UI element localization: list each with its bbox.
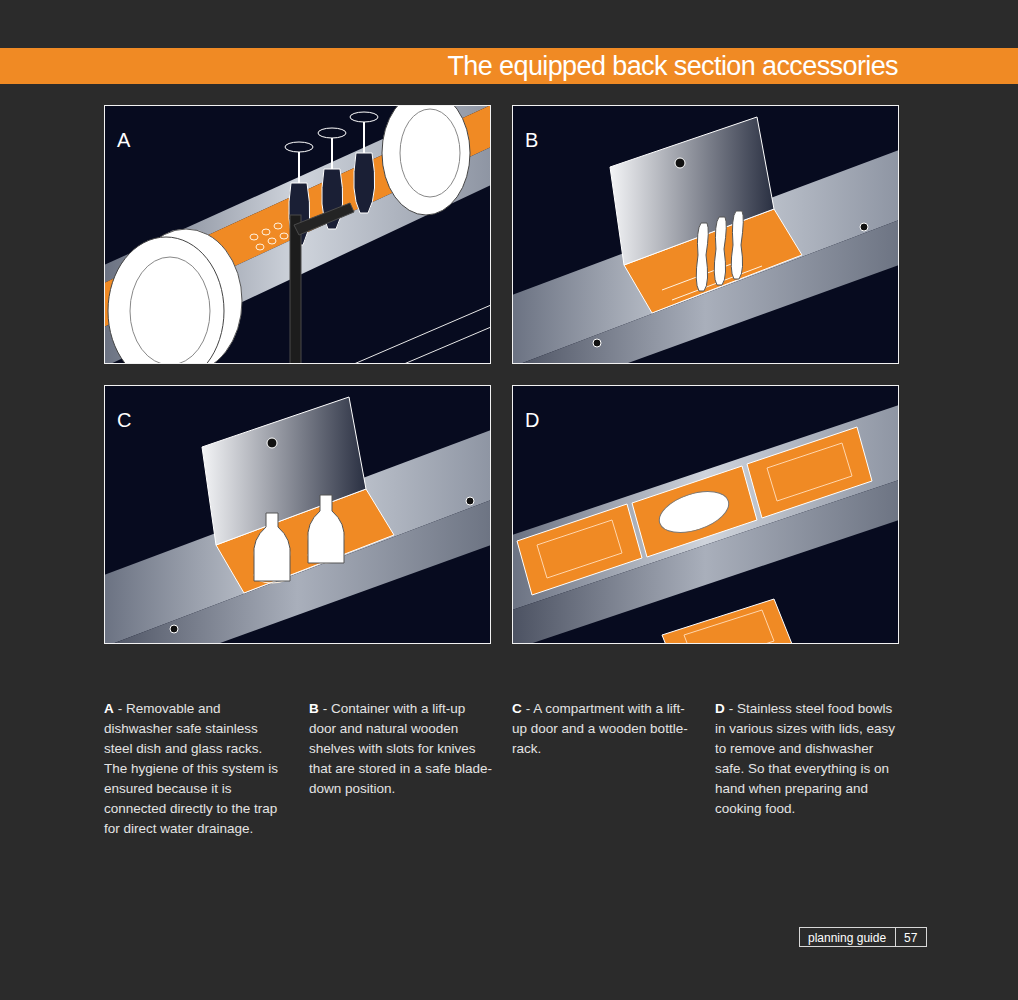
- caption-column: B- Container with a lift-up door and nat…: [309, 699, 495, 799]
- lid-handle: [767, 443, 852, 501]
- caption-text: The hygiene of this system is ensured be…: [104, 761, 278, 836]
- caption-paragraph: C- A compartment with a lift-up door and…: [512, 699, 698, 759]
- caption-letter: A: [104, 701, 114, 716]
- hole: [274, 223, 282, 229]
- caption-column: C- A compartment with a lift-up door and…: [512, 699, 698, 759]
- bowl-lid: [517, 504, 642, 595]
- faucet-spout: [294, 203, 354, 235]
- caption-text: - Removable and dishwasher safe stainles…: [104, 701, 262, 756]
- panel-letter: C: [117, 408, 131, 432]
- bottle: [254, 513, 291, 581]
- faucet-column: [290, 215, 301, 364]
- plate-rim: [130, 257, 210, 364]
- panel-frame: D: [512, 385, 899, 644]
- knife-handle: [714, 217, 726, 285]
- food: [654, 484, 734, 540]
- bowl-lid: [747, 427, 872, 518]
- footer-text: 57: [896, 929, 925, 947]
- plate: [108, 237, 224, 364]
- knife-handle: [731, 211, 743, 279]
- caption-text: - A compartment with a lift-up door and …: [512, 701, 688, 756]
- knife-handle: [696, 223, 708, 291]
- counter-front: [512, 480, 899, 644]
- glass-stem: [331, 138, 333, 169]
- bottle: [308, 495, 345, 563]
- panel-frame: B: [512, 105, 899, 364]
- panel-frame: C: [104, 385, 491, 644]
- glass-stem: [363, 122, 365, 153]
- caption-column: A- Removable and dishwasher safe stainle…: [104, 699, 290, 839]
- panel-letter: A: [117, 128, 130, 152]
- panel-b-art: [512, 105, 899, 364]
- counter-hole: [860, 223, 868, 231]
- panel-letter: D: [525, 408, 539, 432]
- caption-paragraph: D- Stainless steel food bowls in various…: [715, 699, 901, 819]
- lid-handle: [684, 610, 774, 644]
- counter-hole: [170, 625, 178, 633]
- panel-frame: A: [104, 105, 491, 364]
- panel-c-art: [104, 385, 491, 644]
- lid-handle: [537, 520, 622, 578]
- hole: [280, 233, 288, 239]
- panel-d-art: [512, 385, 899, 644]
- counter-hole: [593, 339, 601, 347]
- panel-a-art: [104, 105, 491, 364]
- sink-outline: [404, 327, 491, 364]
- caption-letter: D: [715, 701, 725, 716]
- glass-foot: [318, 128, 346, 138]
- door-hole: [675, 158, 685, 168]
- food-bowl: [632, 466, 757, 557]
- footer-text: planning guide: [800, 929, 894, 947]
- glass-stem: [298, 152, 300, 183]
- glass: [350, 112, 378, 213]
- plate-rim: [400, 109, 460, 197]
- panel-letter: B: [525, 128, 538, 152]
- glass-foot: [350, 112, 378, 122]
- title-band: [0, 48, 1018, 84]
- plate: [382, 105, 470, 215]
- hole: [268, 238, 276, 244]
- counter-hole: [466, 497, 474, 505]
- caption-paragraph: The hygiene of this system is ensured be…: [104, 759, 290, 839]
- hole: [250, 234, 258, 240]
- page-title: The equipped back section accessories: [447, 48, 898, 84]
- caption-text: - Container with a lift-up door and natu…: [309, 701, 492, 796]
- caption-letter: C: [512, 701, 522, 716]
- caption-paragraph: A- Removable and dishwasher safe stainle…: [104, 699, 290, 759]
- lift-up-door: [610, 117, 774, 265]
- caption-column: D- Stainless steel food bowls in various…: [715, 699, 901, 819]
- footer-box: 57: [895, 927, 927, 947]
- hole: [256, 244, 264, 250]
- glass-bowl: [354, 153, 375, 213]
- glass-foot: [285, 142, 313, 152]
- sink-outline: [354, 305, 491, 364]
- hole: [262, 229, 270, 235]
- loose-lid: [662, 599, 794, 644]
- footer-box: planning guide: [799, 927, 896, 947]
- caption-letter: B: [309, 701, 319, 716]
- caption-text: - Stainless steel food bowls in various …: [715, 701, 895, 816]
- door-hole: [267, 438, 277, 448]
- caption-paragraph: B- Container with a lift-up door and nat…: [309, 699, 495, 799]
